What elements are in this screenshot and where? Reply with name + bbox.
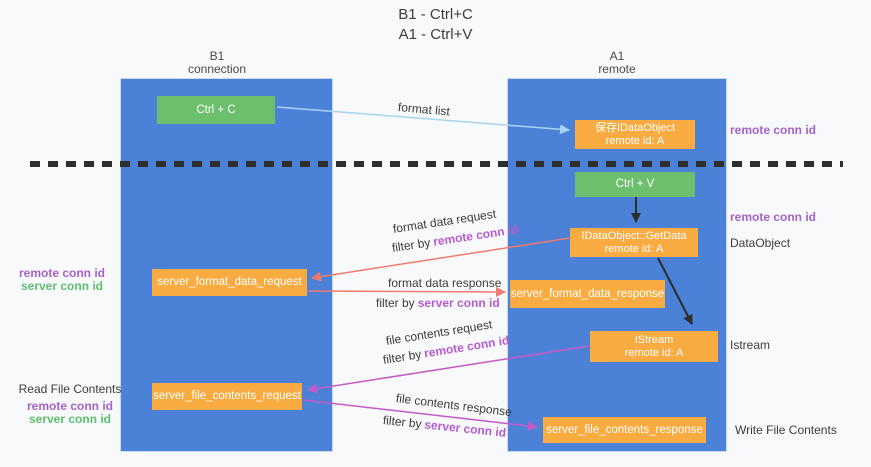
annotation-remote-conn-id-top: remote conn id [730, 123, 817, 137]
annotation-remote-conn-id-mid: remote conn id [730, 210, 817, 224]
getdata-line2: remote id: A [604, 242, 664, 255]
ctrl-v-label: Ctrl + V [615, 178, 655, 190]
mid-left-server-conn-id: server conn id [20, 279, 104, 293]
page-title: B1 - Ctrl+C A1 - Ctrl+V [0, 5, 871, 45]
annotation-mid-left: remote conn id server conn id [12, 267, 112, 293]
annotation-dataobject: DataObject [730, 236, 791, 250]
istream-line1: IStream [634, 333, 674, 346]
filter-by-text: filter by [376, 296, 415, 310]
filter-by-text: filter by [390, 235, 432, 255]
node-server-file-contents-response: server_file_contents_response [543, 417, 706, 443]
bottom-left-server-conn-id: server conn id [28, 412, 112, 426]
node-ctrl-v: Ctrl + V [575, 172, 695, 197]
node-istream: IStream remote id: A [590, 331, 718, 362]
istream-line2: remote id: A [624, 346, 684, 359]
lane-header-b1: B1 connection [167, 50, 267, 76]
node-server-format-data-response: server_format_data_response [510, 280, 665, 308]
lane-b1-subtitle: connection [187, 62, 247, 76]
lane-header-a1: A1 remote [567, 50, 667, 76]
node-server-file-contents-request: server_file_contents_request [152, 383, 302, 410]
ctrl-c-label: Ctrl + C [196, 103, 236, 116]
lane-a1-title: A1 [609, 49, 625, 63]
title-line-2: A1 - Ctrl+V [398, 26, 473, 43]
title-line-1: B1 - Ctrl+C [398, 6, 473, 23]
arrow-format-data-response [307, 286, 506, 297]
saved-dataobject-line2: remote id: A [605, 134, 665, 147]
filter-server-conn-id: server conn id [423, 417, 507, 440]
lane-a1-subtitle: remote [598, 62, 636, 76]
lane-b1-title: B1 [209, 49, 225, 63]
mid-left-remote-conn-id: remote conn id [18, 266, 105, 280]
flow-label-format-data-response: format data response [388, 276, 502, 290]
bottom-left-remote-conn-id: remote conn id [26, 399, 113, 413]
annotation-bottom-left: Read File Contents remote conn id server… [15, 383, 125, 426]
file-request-label: server_file_contents_request [153, 390, 301, 402]
node-idataobject-getdata: IDataObject::GetData remote id: A [570, 228, 698, 257]
node-server-format-data-request: server_format_data_request [152, 269, 307, 296]
file-response-label: server_file_contents_response [546, 423, 703, 436]
format-response-label: server_format_data_response [510, 287, 665, 300]
filter-by-text: filter by [381, 347, 423, 367]
flow-label-format-list: format list [397, 100, 451, 119]
node-saved-dataobject: 保存IDataObject remote id: A [575, 120, 695, 149]
read-file-contents-label: Read File Contents [18, 382, 122, 396]
getdata-line1: IDataObject::GetData [581, 229, 687, 242]
filter-server-conn-id: server conn id [417, 296, 500, 310]
format-request-label: server_format_data_request [157, 276, 302, 288]
saved-dataobject-line1: 保存IDataObject [594, 121, 676, 134]
filter-by-text: filter by [382, 413, 423, 432]
annotation-istream: Istream [730, 338, 771, 352]
annotation-write-file-contents: Write File Contents [735, 423, 837, 437]
node-ctrl-c: Ctrl + C [157, 96, 275, 124]
flow-label-file-contents-response: file contents response [395, 391, 513, 420]
